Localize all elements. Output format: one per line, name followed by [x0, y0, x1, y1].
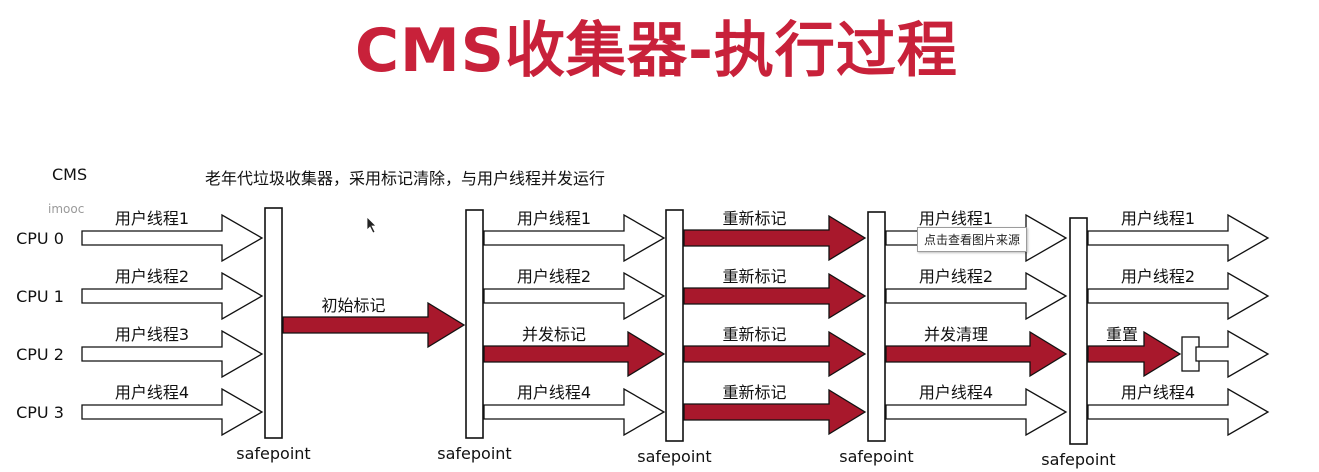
diagram-title: CMS收集器-执行过程	[355, 16, 958, 86]
gc-phase-arrow	[885, 330, 1068, 378]
user-thread-arrow	[885, 387, 1068, 437]
user-thread-arrow	[885, 271, 1068, 321]
user-thread-arrow	[483, 271, 666, 321]
arrow-label: 用户线程2	[115, 267, 189, 286]
mouse-cursor-icon	[366, 216, 377, 234]
cms-label: CMS	[52, 165, 88, 184]
gc-phase-arrow	[683, 272, 867, 320]
arrow-label: 初始标记	[321, 296, 385, 315]
user-thread-arrow	[81, 329, 264, 379]
safepoint-label: safepoint	[1041, 450, 1115, 469]
user-thread-arrow	[483, 387, 666, 437]
safepoint-label: safepoint	[637, 447, 711, 466]
user-thread-arrow	[1195, 329, 1270, 379]
watermark-imooc: imooc	[48, 202, 85, 216]
cpu-label: CPU 0	[16, 229, 64, 248]
arrow-label: 用户线程2	[517, 267, 591, 286]
arrow-label: 用户线程1	[517, 209, 591, 228]
arrow-label: 并发标记	[522, 325, 586, 344]
safepoint-bar	[1069, 217, 1088, 445]
safepoint-bar	[465, 209, 484, 439]
arrow-label: 用户线程3	[115, 325, 189, 344]
arrow-label: 用户线程1	[1121, 209, 1195, 228]
user-thread-arrow	[81, 213, 264, 263]
gc-phase-arrow	[1087, 330, 1182, 378]
arrow-label: 用户线程4	[1121, 383, 1195, 402]
user-thread-arrow	[1087, 271, 1270, 321]
gc-phase-arrow	[483, 330, 666, 378]
arrow-label: 重新标记	[722, 383, 786, 402]
safepoint-label: safepoint	[437, 444, 511, 463]
arrow-label: 用户线程4	[919, 383, 993, 402]
cpu-label: CPU 1	[16, 287, 64, 306]
safepoint-label: safepoint	[839, 447, 913, 466]
gc-phase-arrow	[282, 301, 466, 349]
arrow-label: 用户线程4	[115, 383, 189, 402]
arrow-label: 用户线程1	[919, 209, 993, 228]
arrow-label: 重置	[1106, 325, 1138, 344]
description-text: 老年代垃圾收集器，采用标记清除，与用户线程并发运行	[205, 169, 606, 188]
cpu-label: CPU 2	[16, 345, 64, 364]
cpu-label: CPU 3	[16, 403, 64, 422]
user-thread-arrow	[81, 387, 264, 437]
gc-phase-arrow	[683, 214, 867, 262]
user-thread-arrow	[81, 271, 264, 321]
safepoint-bar	[665, 209, 684, 442]
gc-phase-arrow	[683, 388, 867, 436]
safepoint-bar	[264, 207, 283, 439]
arrow-label: 重新标记	[722, 209, 786, 228]
arrow-label: 重新标记	[722, 325, 786, 344]
user-thread-arrow	[1087, 387, 1270, 437]
arrow-label: 用户线程2	[1121, 267, 1195, 286]
arrow-label: 并发清理	[924, 325, 988, 344]
safepoint-label: safepoint	[236, 444, 310, 463]
arrow-label: 用户线程1	[115, 209, 189, 228]
safepoint-bar	[867, 211, 886, 442]
arrow-label: 用户线程2	[919, 267, 993, 286]
arrow-label: 重新标记	[722, 267, 786, 286]
image-source-tooltip[interactable]: 点击查看图片来源	[917, 227, 1028, 252]
user-thread-arrow	[483, 213, 666, 263]
user-thread-arrow	[1087, 213, 1270, 263]
arrow-label: 用户线程4	[517, 383, 591, 402]
gc-phase-arrow	[683, 330, 867, 378]
